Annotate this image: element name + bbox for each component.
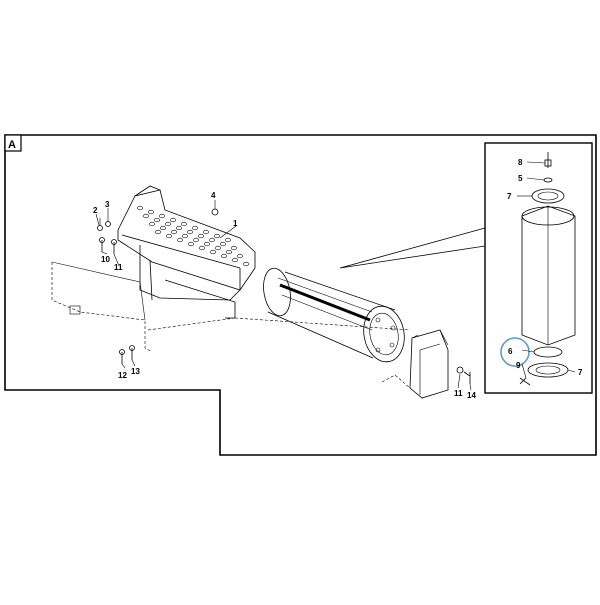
platform-hole <box>143 213 149 219</box>
fastener-11-14 <box>456 366 471 384</box>
platform-hole <box>226 249 232 255</box>
platform-hole <box>210 249 216 255</box>
platform-hole <box>165 221 171 227</box>
inset-filter-assembly <box>519 152 576 386</box>
platform-hole <box>203 229 209 235</box>
callout-12: 12 <box>118 371 127 380</box>
platform-hole <box>182 233 188 239</box>
platform-hole <box>187 229 193 235</box>
callout-7-bottom: 7 <box>578 368 583 377</box>
callout-8: 8 <box>518 158 523 167</box>
callout-5: 5 <box>518 174 523 183</box>
platform-hole <box>192 225 198 231</box>
inset-leader-lines <box>517 161 576 379</box>
callout-3: 3 <box>105 200 110 209</box>
callout-11-left: 11 <box>114 263 123 272</box>
platform-hole <box>231 245 237 251</box>
platform-hole <box>199 245 205 251</box>
platform-hole <box>181 221 187 227</box>
mounting-plate-left <box>51 261 153 353</box>
platform-hole <box>220 241 226 247</box>
callout-11-right: 11 <box>454 389 463 398</box>
platform-hole <box>149 221 155 227</box>
platform-hole <box>209 237 215 243</box>
platform-hole <box>159 213 165 219</box>
platform-hole <box>237 253 243 259</box>
bracket-right <box>381 329 449 399</box>
platform-hole <box>225 237 231 243</box>
platform-hole <box>188 241 194 247</box>
platform-hole <box>171 229 177 235</box>
leader-lines <box>95 200 472 391</box>
step-platform-holes <box>137 205 249 267</box>
platform-hole <box>166 233 172 239</box>
platform-hole <box>215 245 221 251</box>
platform-hole <box>160 225 166 231</box>
callout-2: 2 <box>93 206 98 215</box>
step-platform <box>117 185 411 331</box>
callout-14: 14 <box>467 391 476 400</box>
platform-hole <box>232 257 238 263</box>
fastener-4 <box>211 204 219 216</box>
platform-hole <box>221 253 227 259</box>
platform-hole <box>155 229 161 235</box>
platform-hole <box>204 241 210 247</box>
callout-9: 9 <box>516 361 521 370</box>
platform-hole <box>170 217 176 223</box>
platform-hole <box>177 237 183 243</box>
platform-hole <box>214 233 220 239</box>
sheet-label: A <box>8 139 16 151</box>
fastener-12-13 <box>119 345 135 364</box>
platform-hole <box>148 209 154 215</box>
platform-hole <box>243 261 249 267</box>
cylinder-tank <box>263 267 405 363</box>
callout-6: 6 <box>508 347 513 356</box>
platform-hole <box>176 225 182 231</box>
callout-4: 4 <box>211 191 216 200</box>
callout-10: 10 <box>101 255 110 264</box>
sheet-frame <box>4 134 597 456</box>
sheet-label-box <box>4 134 22 152</box>
highlight-ring-6 <box>500 337 530 367</box>
fastener-2-3 <box>97 214 111 231</box>
detail-inset-frame <box>484 142 593 394</box>
callout-1: 1 <box>233 219 238 228</box>
platform-hole <box>154 217 160 223</box>
platform-hole <box>193 237 199 243</box>
callout-13: 13 <box>131 367 140 376</box>
fastener-10-11 <box>99 237 117 254</box>
detail-pointer <box>339 227 486 269</box>
platform-hole <box>137 205 143 211</box>
callout-7-top: 7 <box>507 192 512 201</box>
platform-hole <box>198 233 204 239</box>
